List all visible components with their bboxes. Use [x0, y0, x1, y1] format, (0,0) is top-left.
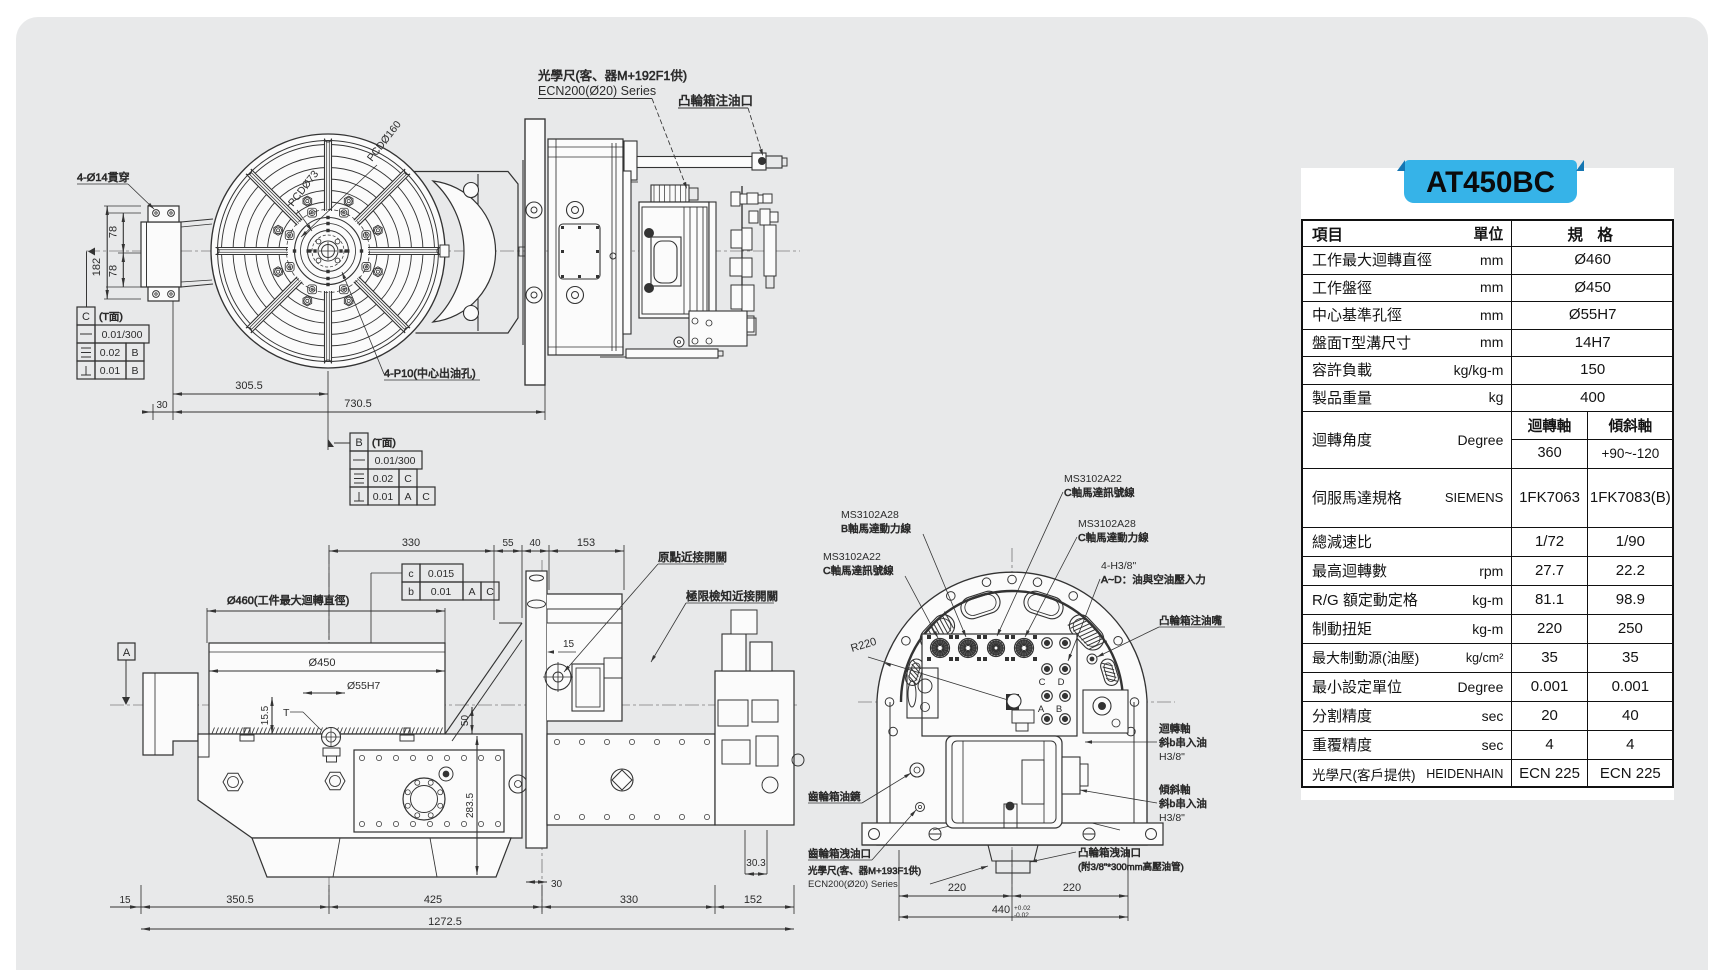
svg-text:305.5: 305.5: [235, 380, 263, 392]
svg-text:730.5: 730.5: [344, 398, 372, 410]
svg-text:MS3102A22: MS3102A22: [1064, 473, 1122, 485]
svg-text:330: 330: [620, 894, 638, 906]
svg-text:0.02: 0.02: [100, 347, 121, 359]
svg-text:A: A: [1038, 704, 1045, 715]
svg-text:A: A: [123, 647, 131, 659]
svg-text:50: 50: [460, 715, 471, 727]
svg-text:光學尺(客、器M+192F1供): 光學尺(客、器M+192F1供): [538, 68, 687, 83]
svg-text:0.01/300: 0.01/300: [375, 455, 416, 467]
svg-text:220: 220: [1063, 882, 1081, 894]
svg-text:ECN200(Ø20) Series: ECN200(Ø20) Series: [538, 84, 656, 98]
svg-text:極限檢知近接開關: 極限檢知近接開關: [686, 589, 778, 603]
svg-text:182: 182: [91, 258, 103, 276]
svg-text:C: C: [1039, 677, 1046, 688]
svg-text:55: 55: [502, 538, 514, 549]
svg-text:Ø450: Ø450: [309, 657, 336, 669]
svg-text:T: T: [283, 707, 290, 719]
svg-text:齒輪箱洩油口: 齒輪箱洩油口: [808, 847, 871, 860]
svg-text:153: 153: [577, 537, 595, 549]
svg-text:0.02: 0.02: [373, 473, 394, 485]
svg-text:A: A: [404, 491, 411, 503]
svg-text:齒輪箱油鏡: 齒輪箱油鏡: [808, 790, 861, 803]
svg-text:425: 425: [424, 894, 442, 906]
svg-text:0.01: 0.01: [373, 491, 394, 503]
svg-text:C軸馬達動力線: C軸馬達動力線: [1078, 531, 1149, 544]
svg-text:B: B: [131, 365, 138, 377]
svg-text:30: 30: [156, 400, 168, 411]
svg-text:(T面): (T面): [372, 437, 396, 449]
svg-text:凸輪箱注油嘴: 凸輪箱注油嘴: [1159, 614, 1222, 627]
svg-text:原點近接開關: 原點近接開關: [658, 551, 727, 564]
svg-text:C: C: [82, 311, 90, 323]
svg-text:ECN200(Ø20) Series: ECN200(Ø20) Series: [808, 879, 898, 890]
svg-text:迴轉軸: 迴轉軸: [1159, 722, 1191, 735]
svg-text:440: 440: [992, 904, 1010, 916]
svg-text:c: c: [408, 568, 413, 580]
svg-text:MS3102A22: MS3102A22: [823, 551, 881, 563]
svg-text:0.01/300: 0.01/300: [102, 329, 143, 341]
svg-text:C: C: [422, 491, 430, 503]
svg-text:光學尺(客、器M+193F1供): 光學尺(客、器M+193F1供): [808, 865, 921, 877]
svg-text:30.3: 30.3: [746, 858, 766, 869]
svg-text:b: b: [408, 586, 414, 598]
svg-text:4-H3/8": 4-H3/8": [1101, 560, 1137, 572]
svg-text:330: 330: [402, 537, 420, 549]
svg-text:B: B: [131, 347, 138, 359]
svg-text:220: 220: [948, 882, 966, 894]
svg-text:MS3102A28: MS3102A28: [1078, 518, 1136, 530]
svg-text:凸輪箱注油口: 凸輪箱注油口: [678, 93, 753, 108]
svg-text:斜b串入油: 斜b串入油: [1159, 797, 1207, 810]
svg-text:A: A: [468, 586, 475, 598]
svg-text:C: C: [486, 586, 494, 598]
svg-text:152: 152: [744, 894, 762, 906]
svg-text:C軸馬達訊號線: C軸馬達訊號線: [1064, 486, 1135, 499]
svg-text:C: C: [404, 473, 412, 485]
svg-text:B軸馬達動力線: B軸馬達動力線: [841, 522, 912, 535]
svg-text:H3/8": H3/8": [1159, 751, 1185, 763]
svg-text:0.01: 0.01: [431, 586, 452, 598]
svg-text:0.015: 0.015: [428, 568, 454, 580]
svg-text:+0.02: +0.02: [1014, 905, 1031, 912]
svg-text:78: 78: [108, 226, 120, 238]
svg-text:30: 30: [551, 879, 563, 890]
svg-text:15.5: 15.5: [260, 705, 271, 725]
svg-text:C軸馬達訊號線: C軸馬達訊號線: [823, 564, 894, 577]
svg-text:D: D: [1058, 677, 1065, 688]
svg-text:4-P10(中心出油孔): 4-P10(中心出油孔): [384, 366, 476, 380]
svg-text:350.5: 350.5: [226, 894, 254, 906]
svg-text:78: 78: [108, 265, 120, 277]
svg-text:283.5: 283.5: [465, 793, 476, 818]
svg-text:凸輪箱洩油口: 凸輪箱洩油口: [1078, 846, 1141, 859]
svg-text:4-Ø14貫穿: 4-Ø14貫穿: [77, 170, 130, 184]
svg-text:H3/8": H3/8": [1159, 812, 1185, 824]
svg-text:15: 15: [119, 895, 131, 906]
svg-text:15: 15: [563, 639, 575, 650]
svg-text:R220: R220: [849, 636, 878, 655]
svg-text:MS3102A28: MS3102A28: [841, 509, 899, 521]
svg-text:B: B: [355, 437, 362, 449]
svg-text:斜b串入油: 斜b串入油: [1159, 736, 1207, 749]
svg-text:(附3/8"*300mm高壓油管): (附3/8"*300mm高壓油管): [1078, 861, 1184, 873]
svg-text:0.01: 0.01: [100, 365, 121, 377]
svg-text:-0.02: -0.02: [1014, 912, 1029, 919]
svg-text:A~D：油與空油壓入力: A~D：油與空油壓入力: [1101, 573, 1206, 586]
svg-text:傾斜軸: 傾斜軸: [1159, 783, 1191, 796]
svg-text:1272.5: 1272.5: [428, 916, 462, 928]
svg-text:(T面): (T面): [99, 311, 123, 323]
svg-text:B: B: [1056, 704, 1062, 715]
svg-text:40: 40: [529, 538, 541, 549]
svg-text:Ø460(工件最大迴轉直徑): Ø460(工件最大迴轉直徑): [227, 593, 349, 607]
svg-text:Ø55H7: Ø55H7: [347, 680, 380, 692]
